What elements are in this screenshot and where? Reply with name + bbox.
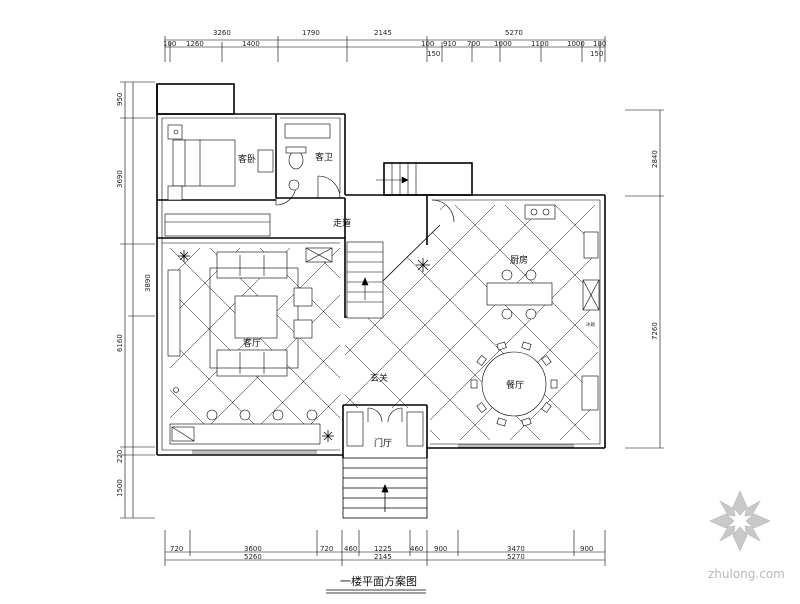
dim-left-3: 3890 — [144, 274, 152, 292]
room-label-dining: 餐厅 — [506, 379, 524, 391]
dining-chairs — [470, 341, 558, 427]
dim-bottom-4: 460 — [344, 545, 357, 553]
toilet-icon — [288, 150, 304, 170]
top-dimensions: 3260 1790 2145 5270 100 1260 1400 100 91… — [163, 29, 606, 62]
dim-bottom-5: 1225 — [374, 545, 392, 553]
breakfast-table — [486, 282, 553, 306]
room-label-hall: 玄关 — [370, 372, 388, 384]
dim-left-5: 220 — [116, 450, 124, 463]
walls — [156, 83, 606, 458]
room-label-bedroom: 客卧 — [238, 153, 256, 165]
dining-table — [481, 351, 547, 417]
dim-top-l2: 1260 — [186, 40, 204, 48]
dim-bottom-9: 900 — [580, 545, 593, 553]
room-labels: 客卧 客卫 走道 客厅 餐厅 厨房 玄关 门厅 冰箱 — [238, 151, 595, 449]
dim-top-r2: 910 — [443, 40, 456, 48]
dim-right-1: 2840 — [651, 150, 659, 168]
dining-chair — [496, 417, 507, 427]
upper-stairs — [376, 163, 417, 195]
dim-top-4: 5270 — [505, 29, 523, 37]
sofa-top — [216, 251, 288, 279]
dining-chair — [541, 355, 552, 366]
watermark: zhulong.com — [708, 490, 785, 581]
dim-top-r6: 1000 — [567, 40, 585, 48]
bathroom-fixtures — [284, 123, 341, 199]
dim-top-r4: 1000 — [494, 40, 512, 48]
dim-top-1: 3260 — [213, 29, 231, 37]
dim-left-4: 6160 — [116, 334, 124, 352]
zhulong-logo-icon — [709, 490, 771, 552]
foyer-fixtures — [346, 407, 424, 447]
dining-chair — [521, 417, 532, 427]
armchair — [293, 287, 313, 307]
tv-cabinet — [167, 269, 181, 357]
drawing-caption: 一楼平面方案图 — [340, 574, 417, 588]
dim-top-r1: 100 — [421, 40, 434, 48]
dim-left-1: 950 — [116, 93, 124, 106]
dining-chair — [476, 355, 487, 366]
dim-left-2: 3690 — [116, 170, 124, 188]
front-steps — [342, 457, 428, 519]
coffee-table — [234, 295, 278, 339]
sofa-bottom — [216, 349, 288, 377]
living-furniture — [167, 247, 333, 445]
dining-table-group — [481, 351, 547, 417]
dim-bottom-8: 3470 — [507, 545, 525, 553]
room-label-corridor: 走道 — [333, 217, 351, 229]
bottom-dimensions: 720 3600 720 460 1225 460 900 3470 900 5… — [164, 530, 606, 566]
dim-bottom-3: 720 — [320, 545, 333, 553]
room-label-foyer: 门厅 — [374, 437, 392, 449]
dining-chair — [470, 379, 478, 389]
bed — [182, 139, 236, 187]
armchair — [293, 319, 313, 339]
dim-top-r5: 1100 — [531, 40, 549, 48]
dining-chair — [476, 402, 487, 413]
dim-top-r9: 150 — [590, 50, 603, 58]
dim-right-2: 7260 — [651, 322, 659, 340]
interior-stairs — [346, 241, 384, 319]
dim-top-r7: 100 — [593, 40, 606, 48]
room-label-kitchen-nook: 厨房 — [510, 254, 528, 266]
dim-bottom-t1: 5260 — [244, 553, 262, 561]
left-dimensions: 950 3690 3890 6160 220 1500 — [116, 81, 155, 519]
lamp-icon — [173, 129, 179, 135]
dim-bottom-t2: 2145 — [374, 553, 392, 561]
dim-bottom-1: 720 — [170, 545, 183, 553]
dim-top-l1: 100 — [163, 40, 176, 48]
wall-inner — [161, 117, 601, 454]
dim-left-6: 1500 — [116, 479, 124, 497]
sink-icon — [288, 179, 300, 191]
dim-bottom-6: 460 — [410, 545, 423, 553]
caption-group: 一楼平面方案图 — [326, 574, 426, 594]
room-label-living: 客厅 — [243, 337, 261, 349]
bedroom-furniture — [164, 124, 297, 237]
watermark-text: zhulong.com — [708, 567, 785, 581]
room-label-bathroom: 客卫 — [315, 151, 333, 163]
dining-chair — [496, 341, 507, 351]
dim-top-2: 1790 — [302, 29, 320, 37]
kitchen-fixtures — [431, 199, 600, 411]
dim-bottom-7: 900 — [434, 545, 447, 553]
dim-top-3: 2145 — [374, 29, 392, 37]
dim-bottom-t3: 5270 — [507, 553, 525, 561]
dim-top-r8: 150 — [427, 50, 440, 58]
dim-bottom-2: 3600 — [244, 545, 262, 553]
dim-top-l3: 1400 — [242, 40, 260, 48]
dining-chair — [541, 402, 552, 413]
plant-icon — [178, 250, 430, 442]
room-label-fridge: 冰箱 — [586, 321, 595, 328]
dining-chair — [550, 379, 558, 389]
right-dimensions: 2840 7260 — [625, 109, 664, 449]
dim-top-r3: 700 — [467, 40, 480, 48]
dining-chair — [521, 341, 532, 351]
